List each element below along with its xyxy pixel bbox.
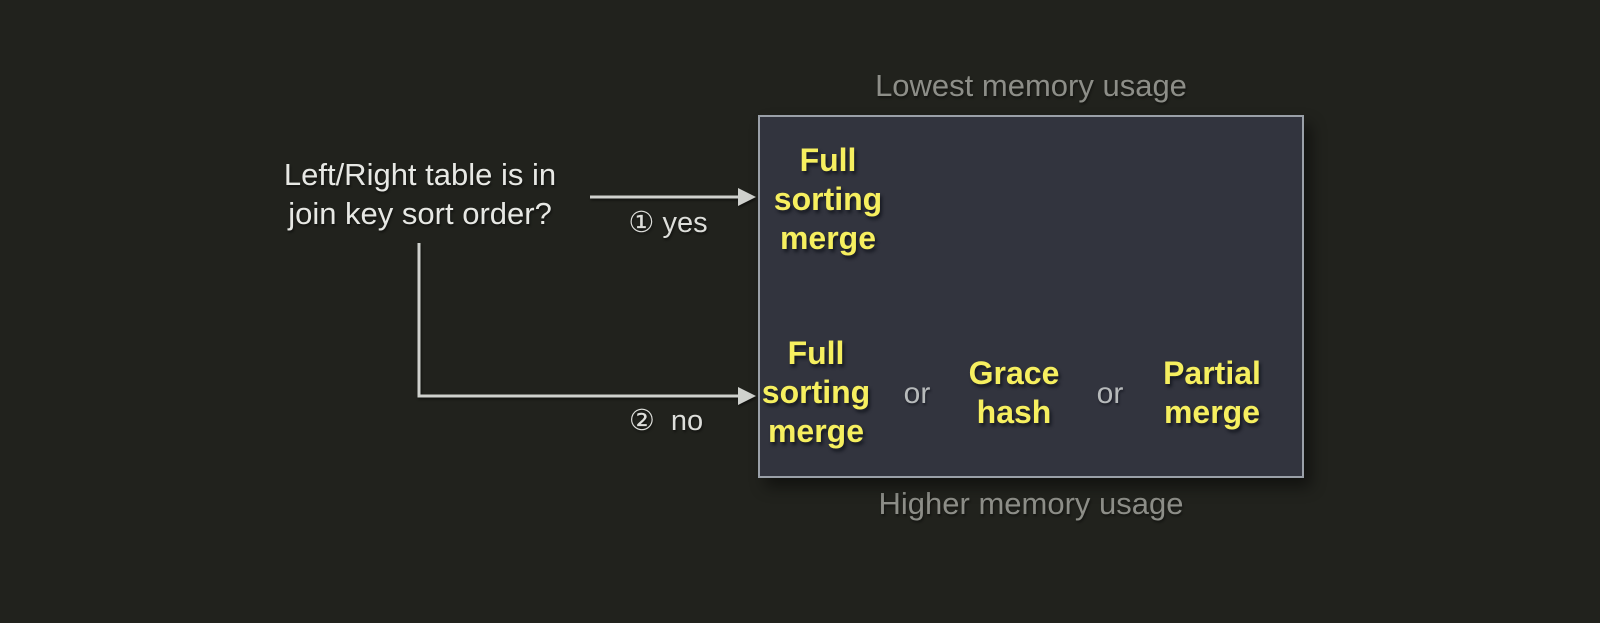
option-grace-hash: Grace hash [968,355,1060,430]
question-text: Left/Right table is in join key sort ord… [252,155,588,233]
yes-arrowhead [738,188,756,206]
option-partial-merge: Partial merge [1163,355,1261,430]
option-full-sorting-merge-sorted: Full sorting merge [773,142,883,256]
join-strategies-box: Full sorting merge Full sorting merge or… [758,115,1304,478]
or-label-1: or [903,377,931,410]
no-arrowhead [738,387,756,405]
caption-lowest-memory: Lowest memory usage [875,68,1187,103]
question-line-2: join key sort order? [288,196,552,231]
question-line-1: Left/Right table is in [283,157,557,192]
or-label-2: or [1096,377,1124,410]
branch-label-no: ② no [628,405,704,437]
option-full-sorting-merge-unsorted: Full sorting merge [761,335,871,449]
caption-higher-memory: Higher memory usage [878,486,1184,521]
no-arrow-line [417,243,740,398]
branch-label-yes: ① yes [628,207,708,239]
